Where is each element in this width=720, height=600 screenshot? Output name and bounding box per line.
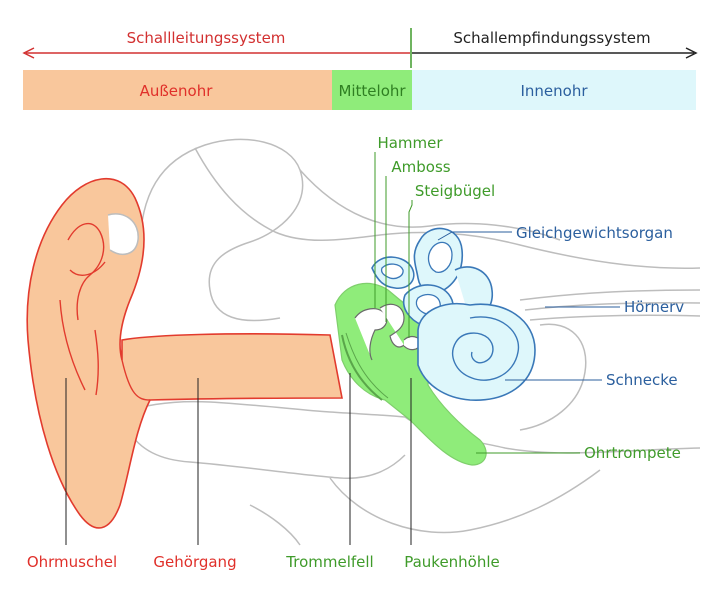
ohrtrompete-label: Ohrtrompete: [584, 444, 681, 462]
tragus-shape: [107, 213, 139, 256]
arrow-left-head: [22, 47, 35, 59]
middle-ear-band: [332, 70, 412, 110]
pinna-folds: [59, 222, 106, 396]
hoernerv-label: Hörnerv: [624, 298, 684, 316]
mittelohr-label: Mittelohr: [338, 82, 406, 100]
gehoergang-label: Gehörgang: [153, 553, 236, 571]
canal-entrance: [121, 359, 151, 401]
trommelfell-label: Trommelfell: [285, 553, 373, 571]
schallempfindungssystem-label: Schallempfindungssystem: [453, 29, 650, 47]
ohrmuschel-label: Ohrmuschel: [27, 553, 117, 571]
leader-lines: [65, 152, 620, 545]
schnecke-shape: [417, 303, 536, 401]
amboss-label: Amboss: [391, 158, 450, 176]
inner-ear-band: [412, 70, 696, 110]
gleichgewichtsorgan-label: Gleichgewichtsorgan: [516, 224, 673, 242]
hammer-shape: [354, 308, 388, 361]
trommelfell-shape: [341, 334, 383, 401]
schnecke-label: Schnecke: [606, 371, 678, 389]
aussenohr-label: Außenohr: [140, 82, 214, 100]
trommelfell-inner: [345, 332, 389, 399]
header-arrows: [22, 28, 698, 68]
steigbuegel-leader: [408, 200, 413, 338]
innenohr-label: Innenohr: [520, 82, 588, 100]
gleichgewichtsorgan-leader: [437, 231, 512, 241]
hammer-label: Hammer: [377, 134, 443, 152]
paukenhoehle-label: Paukenhöhle: [404, 553, 500, 571]
steigbuegel-label: Steigbügel: [415, 182, 495, 200]
outer-ear-band: [23, 70, 332, 110]
schallleitungssystem-label: Schallleitungssystem: [127, 29, 286, 47]
ohrmuschel-shape: [26, 177, 343, 529]
arrow-right-head: [685, 47, 698, 59]
